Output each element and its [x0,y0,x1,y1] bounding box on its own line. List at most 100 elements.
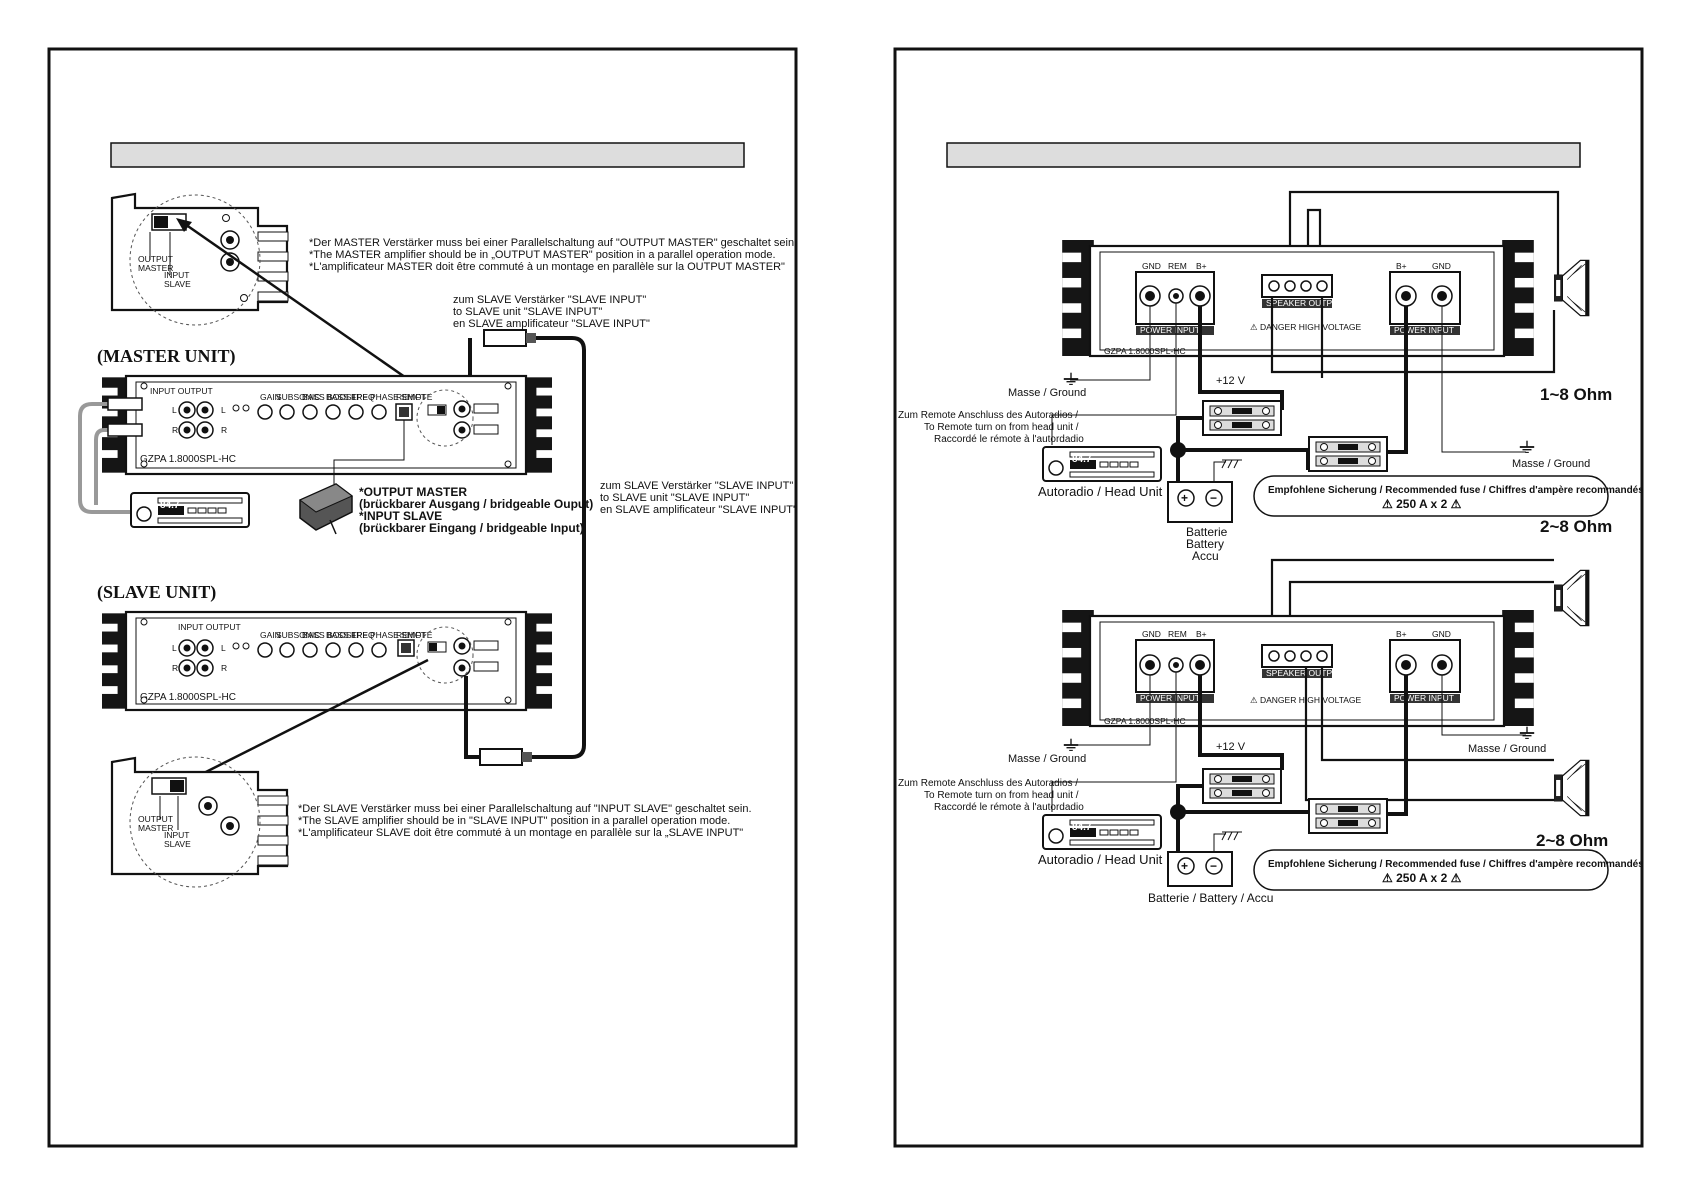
master-rca-input-gray-2 [94,428,142,505]
d2-remote-3: Raccordé le rémote à l'autordadio [934,802,1084,813]
svg-text:OUTPUT: OUTPUT [138,814,173,824]
d2-masse-left: Masse / Ground [1008,753,1086,765]
svg-text:GND: GND [1142,629,1161,639]
d2-fuse-text: Empfohlene Sicherung / Recommended fuse … [1268,859,1644,870]
svg-text:L: L [172,643,177,653]
d1-remote-3: Raccordé le rémote à l'autordadio [934,434,1084,445]
d2-head-unit: Autoradio / Head Unit [1038,852,1163,867]
bridge-module [299,483,353,535]
bridge-wire [333,420,405,490]
svg-text:GAIN: GAIN [260,630,281,640]
svg-text:BASS FREQ: BASS FREQ [326,392,375,402]
slave-switch-zoom: OUTPUT MASTER INPUT SLAVE [110,756,289,888]
right-header-bar [946,142,1581,168]
slave-note-top-2: to SLAVE unit "SLAVE INPUT" [453,306,602,318]
d2-danger: ⚠ DANGER HIGH VOLTAGE [1250,695,1362,705]
bridge-text-4: (brückbarer Eingang / bridgeable Input) [359,521,584,535]
d2-remote-2: To Remote turn on from head unit / [924,790,1079,801]
master-pointer-line [181,220,436,400]
rca-plug-top [483,329,527,347]
master-model: GZPA 1.8000SPL-HC [140,454,236,465]
d1-ohm: 1~8 Ohm [1540,385,1612,404]
svg-text:84.7: 84.7 [1072,454,1092,465]
zoom-output-label-1: OUTPUT [138,254,173,264]
d1-fuse-text: Empfohlene Sicherung / Recommended fuse … [1268,485,1644,496]
svg-text:R: R [221,663,227,673]
svg-text:MASTER: MASTER [138,263,173,273]
svg-text:SPEAKER OUTPUT: SPEAKER OUTPUT [1266,668,1343,678]
slave-note-mid-1: zum SLAVE Verstärker "SLAVE INPUT" [600,480,793,492]
svg-text:B+: B+ [1396,261,1407,271]
slave-note-3: *L'amplificateur SLAVE doit être commuté… [298,827,743,839]
master-amplifier: INPUT OUTPUT L R L R GAIN SUBSONIC BASS … [102,374,552,476]
svg-text:+: + [1181,859,1188,873]
d2-battery: Batterie / Battery / Accu [1148,891,1273,905]
master-rca-plug-1 [107,397,143,411]
diagram-1: GZPA 1.8000SPL-HC GND REM B+ POWER INPUT… [898,190,1644,563]
d1-fuse-value: ⚠ 250 A x 2 ⚠ [1382,497,1462,511]
svg-text:+: + [1181,491,1188,505]
svg-text:R: R [221,425,227,435]
d1-masse-left: Masse / Ground [1008,387,1086,399]
d1-remote-2: To Remote turn on from head unit / [924,422,1079,433]
svg-text:REMOTE: REMOTE [396,392,433,402]
slave-amplifier: INPUT OUTPUT L R L R GAIN SUBSONIC BASS … [102,610,552,712]
svg-text:BASS FREQ: BASS FREQ [326,630,375,640]
svg-text:B+: B+ [1196,261,1207,271]
svg-text:REMOTE: REMOTE [396,630,433,640]
svg-text:GND: GND [1432,261,1451,271]
svg-text:84.7: 84.7 [1072,822,1092,833]
svg-text:REM: REM [1168,261,1187,271]
svg-text:POWER INPUT: POWER INPUT [1394,693,1454,703]
svg-text:B+: B+ [1396,629,1407,639]
d2-model: GZPA 1.8000SPL-HC [1104,716,1186,726]
zoom-input-label-1: INPUT [164,270,190,280]
svg-text:SUBSONIC: SUBSONIC [276,392,320,402]
svg-text:L: L [221,643,226,653]
d1-head-unit: Autoradio / Head Unit [1038,484,1163,499]
slave-note-top-3: en SLAVE amplificateur "SLAVE INPUT" [453,318,650,330]
d2-plus12: +12 V [1216,741,1246,753]
svg-text:−: − [1210,859,1217,873]
d1-plus12: +12 V [1216,375,1246,387]
svg-text:GAIN: GAIN [260,392,281,402]
slave-pointer-line [189,658,429,782]
slave-note-1: *Der SLAVE Verstärker muss bei einer Par… [298,803,752,815]
master-input-output-label: INPUT OUTPUT [150,386,213,396]
slave-note-2: *The SLAVE amplifier should be in "SLAVE… [298,815,730,827]
d1-remote-1: Zum Remote Anschluss des Autoradios / [898,410,1078,421]
slave-unit-title: (SLAVE UNIT) [97,582,216,603]
master-note-2: *The MASTER amplifier should be in „OUTP… [309,249,776,261]
right-page-frame [893,47,1644,1148]
svg-text:INPUT: INPUT [164,830,190,840]
svg-text:SUBSONIC: SUBSONIC [276,630,320,640]
svg-text:L: L [221,405,226,415]
svg-text:INPUT: INPUT [164,270,190,280]
svg-text:L: L [172,405,177,415]
d2-fuse-value: ⚠ 250 A x 2 ⚠ [1382,871,1462,885]
svg-text:MASTER: MASTER [138,823,173,833]
svg-text:GND: GND [1142,261,1161,271]
slave-rca-drop [464,676,480,759]
slave-note-top-1: zum SLAVE Verstärker "SLAVE INPUT" [453,294,646,306]
left-header-bar [110,142,745,168]
slave-rca-cable [510,336,586,759]
d1-battery-1: Batterie [1186,525,1228,539]
svg-text:SLAVE: SLAVE [164,279,191,289]
master-rca-plug-2 [107,423,143,437]
svg-text:PHASE SHIFT: PHASE SHIFT [370,630,426,640]
svg-text:R: R [172,663,178,673]
slave-note-mid-3: en SLAVE amplificateur "SLAVE INPUT" [600,504,797,516]
master-head-unit: 84.7 [130,492,250,528]
svg-text:−: − [1210,491,1217,505]
zoom-output-label-2: MASTER [138,263,173,273]
svg-text:84.7: 84.7 [160,500,180,511]
svg-text:SPEAKER OUTPUT: SPEAKER OUTPUT [1266,298,1343,308]
master-switch-zoom: OUTPUT MASTER INPUT SLAVE [110,192,289,326]
d2-ohm-bottom: 2~8 Ohm [1536,831,1608,850]
d2-masse-right: Masse / Ground [1468,743,1546,755]
svg-text:LPF: LPF [352,630,368,640]
bridge-text-3: *INPUT SLAVE [359,509,442,523]
bridge-text-1: *OUTPUT MASTER [359,485,467,499]
